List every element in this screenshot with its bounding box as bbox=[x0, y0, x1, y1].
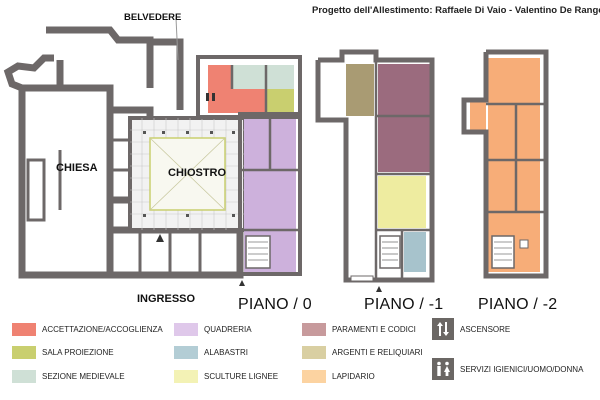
legend-item-servizi: SERVIZI IGIENICI/UOMO/DONNA bbox=[432, 358, 583, 380]
legend-swatch bbox=[12, 369, 36, 383]
label-belvedere: BELVEDERE bbox=[124, 12, 182, 23]
legend-label: ALABASTRI bbox=[204, 347, 249, 357]
chiesa-outline bbox=[18, 84, 114, 279]
legend-item-ascensore: ASCENSORE bbox=[432, 318, 510, 340]
label-chiostro: CHIOSTRO bbox=[168, 167, 227, 179]
chiesa-apse bbox=[3, 54, 54, 92]
piano-minus2-plan bbox=[461, 49, 549, 279]
legend-label: SCULTURE LIGNEE bbox=[204, 371, 279, 381]
piano-0-plan bbox=[3, 17, 302, 286]
floor-label-piano-0: PIANO / 0 bbox=[238, 296, 312, 313]
legend-item-argenti: ARGENTI E RELIQUIARI bbox=[302, 344, 423, 360]
legend-label: ASCENSORE bbox=[460, 324, 511, 334]
floor-label-piano-minus2: PIANO / -2 bbox=[478, 296, 558, 313]
legend-label: ACCETTAZIONE/ACCOGLIENZA bbox=[42, 324, 163, 334]
legend-item-sala-proiezione: SALA PROIEZIONE bbox=[12, 344, 114, 360]
north-wing bbox=[46, 26, 154, 88]
restroom-icon bbox=[432, 358, 454, 380]
legend-label: SEZIONE MEDIEVALE bbox=[42, 371, 125, 381]
project-credit: Progetto dell'Allestimento: Raffaele Di … bbox=[312, 5, 600, 16]
legend-swatch bbox=[302, 345, 326, 359]
legend-item-sculture-lignee: SCULTURE LIGNEE bbox=[174, 368, 278, 384]
legend-swatch bbox=[174, 369, 198, 383]
piano-minus1-plan bbox=[315, 49, 435, 292]
legend-label: PARAMENTI E CODICI bbox=[332, 324, 416, 334]
legend-swatch bbox=[174, 322, 198, 336]
cloister-south-wing bbox=[110, 226, 244, 279]
legend-item-paramenti: PARAMENTI E CODICI bbox=[302, 321, 416, 337]
legend-swatch bbox=[302, 322, 326, 336]
label-ingresso: INGRESSO bbox=[137, 293, 196, 305]
legend-swatch bbox=[12, 322, 36, 336]
legend-label: LAPIDARIO bbox=[332, 371, 375, 381]
legend-swatch bbox=[12, 345, 36, 359]
legend-item-lapidario: LAPIDARIO bbox=[302, 368, 375, 384]
legend-item-quadreria: QUADRERIA bbox=[174, 321, 252, 337]
legend-label: QUADRERIA bbox=[204, 324, 252, 334]
legend-label: ARGENTI E RELIQUIARI bbox=[332, 347, 423, 357]
legend-swatch bbox=[174, 345, 198, 359]
label-chiesa: CHIESA bbox=[56, 162, 98, 174]
elevator-icon bbox=[432, 318, 454, 340]
legend-item-accettazione: ACCETTAZIONE/ACCOGLIENZA bbox=[12, 321, 163, 337]
legend-swatch bbox=[302, 369, 326, 383]
legend-label: SERVIZI IGIENICI/UOMO/DONNA bbox=[460, 364, 584, 374]
piano-minus1-rooms bbox=[346, 64, 430, 272]
belvedere-wall bbox=[150, 38, 184, 110]
chiostro-area bbox=[128, 116, 247, 242]
legend-label: SALA PROIEZIONE bbox=[42, 347, 114, 357]
floor-label-piano-minus1: PIANO / -1 bbox=[364, 296, 444, 313]
legend-item-alabastri: ALABASTRI bbox=[174, 344, 248, 360]
legend-item-sezione-medievale: SEZIONE MEDIEVALE bbox=[12, 368, 125, 384]
